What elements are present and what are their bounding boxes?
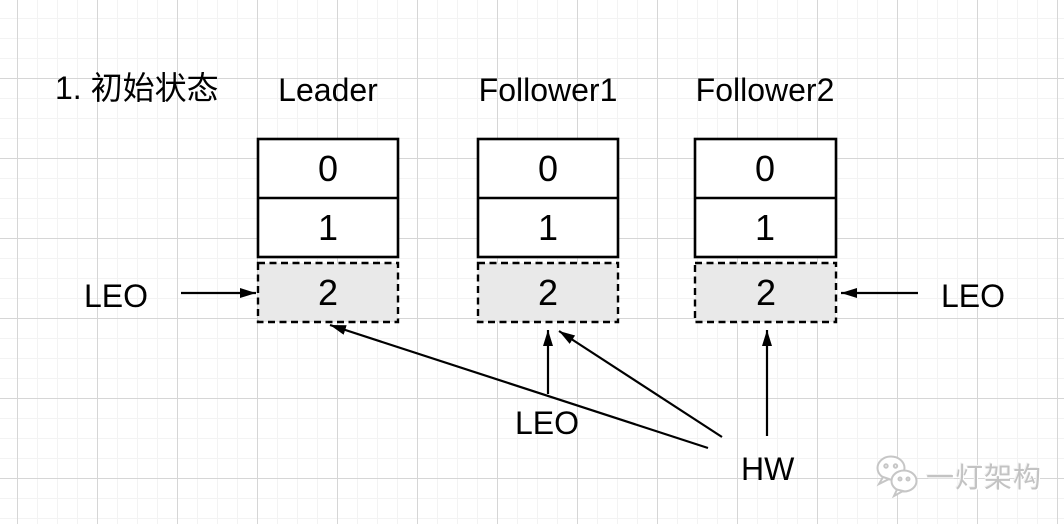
leader-leo-cell-box	[256, 261, 400, 324]
leader-cell-0: 0	[317, 148, 339, 189]
page-title: 1. 初始状态	[55, 70, 219, 106]
watermark-text: 一灯架构	[926, 462, 1043, 493]
follower2-log-column	[693, 137, 838, 324]
hw-label: HW	[741, 451, 795, 487]
follower2-cell-0: 0	[754, 148, 776, 189]
leader-log-column	[256, 137, 400, 324]
leader-cell-1: 1	[317, 207, 339, 248]
hw-arrow-to-follower1	[558, 330, 723, 438]
leo-label-right: LEO	[941, 278, 1006, 314]
watermark: 一灯架构	[874, 454, 1042, 498]
leo-label-left: LEO	[84, 278, 149, 314]
follower1-cell-0: 0	[537, 148, 559, 189]
leo-label-bottom: LEO	[515, 405, 580, 441]
follower2-leo-cell-value: 2	[755, 272, 777, 313]
wechat-speech-bubbles-icon	[876, 455, 918, 498]
follower2-leo-cell-box	[693, 261, 838, 324]
column-header-follower2: Follower2	[695, 72, 835, 108]
column-header-follower1: Follower1	[478, 72, 618, 108]
leader-leo-cell-value: 2	[317, 272, 339, 313]
follower1-leo-cell-value: 2	[537, 272, 559, 313]
follower1-log-column	[476, 137, 620, 324]
follower1-cell-1: 1	[537, 207, 559, 248]
follower1-leo-cell-box	[476, 261, 620, 324]
hw-arrow-to-leader	[329, 323, 709, 450]
follower2-cell-1: 1	[754, 207, 776, 248]
column-header-leader: Leader	[278, 72, 378, 108]
